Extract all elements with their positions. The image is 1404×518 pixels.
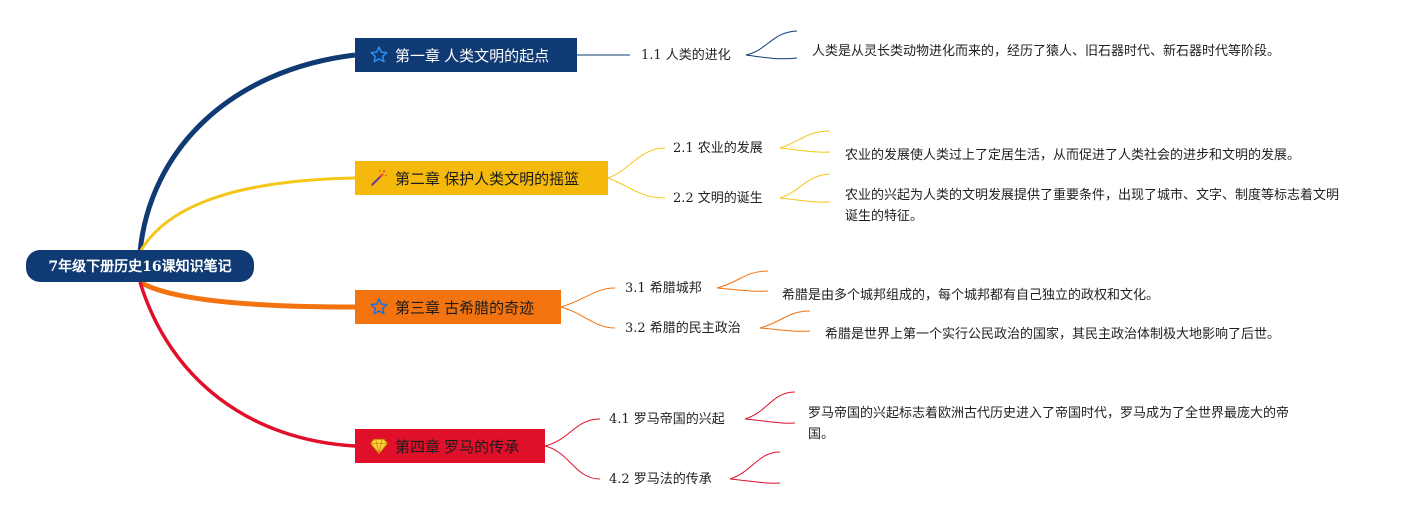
link-4-2-note-bottom xyxy=(729,478,781,484)
link-2-1-note-bottom xyxy=(779,147,831,153)
topic-3-1[interactable]: 3.1 希腊城邦 xyxy=(625,281,702,296)
topic-3-2[interactable]: 3.2 希腊的民主政治 xyxy=(625,321,741,336)
link-2-1 xyxy=(607,147,666,179)
link-2-2-note-bottom xyxy=(779,197,831,203)
link-4-2 xyxy=(544,445,601,480)
chapter-node-4[interactable]: 第四章 罗马的传承 xyxy=(355,429,545,463)
link-1-1-note-bottom xyxy=(745,54,798,60)
star-outline-icon xyxy=(369,297,389,317)
chapter-label: 第二章 保护人类文明的摇篮 xyxy=(395,170,580,188)
link-1-1-note-top xyxy=(745,30,798,56)
link-2-1-note-top xyxy=(779,130,831,149)
branch-chapter-4 xyxy=(138,281,356,448)
topic-4-2[interactable]: 4.2 罗马法的传承 xyxy=(609,472,712,487)
link-3-1-note-bottom xyxy=(716,287,769,292)
branch-chapter-1 xyxy=(137,52,356,253)
chapter-label: 第一章 人类文明的起点 xyxy=(395,47,550,65)
topic-2-1[interactable]: 2.1 农业的发展 xyxy=(673,141,763,156)
note-3-1[interactable]: 希腊是由多个城邦组成的，每个城邦都有自己独立的政权和文化。 xyxy=(782,287,1160,302)
branch-chapter-3 xyxy=(138,279,356,310)
link-4-1-note-top xyxy=(744,391,796,420)
star-outline-icon xyxy=(369,45,389,65)
link-4-1-note-bottom xyxy=(744,418,796,424)
link-2-2 xyxy=(607,177,666,199)
root-node[interactable]: 7年级下册历史16课知识笔记 xyxy=(26,250,254,282)
chapter-label: 第三章 古希腊的奇迹 xyxy=(395,299,535,317)
note-3-2[interactable]: 希腊是世界上第一个实行公民政治的国家，其民主政治体制极大地影响了后世。 xyxy=(825,326,1281,341)
chapter-node-1[interactable]: 第一章 人类文明的起点 xyxy=(355,38,577,72)
topic-2-2[interactable]: 2.2 文明的诞生 xyxy=(673,191,763,206)
link-2-2-note-top xyxy=(779,173,831,199)
chapter-label: 第四章 罗马的传承 xyxy=(395,438,520,456)
link-4-1 xyxy=(544,418,601,447)
topic-1-1[interactable]: 1.1 人类的进化 xyxy=(641,48,731,63)
note-1-1[interactable]: 人类是从灵长类动物进化而来的，经历了猿人、旧石器时代、新石器时代等阶段。 xyxy=(812,43,1281,58)
link-4-2-note-top xyxy=(729,451,781,480)
link-3-1 xyxy=(560,287,616,308)
chapter-node-3[interactable]: 第三章 古希腊的奇迹 xyxy=(355,290,561,324)
link-3-2 xyxy=(560,306,616,329)
link-3-2-note-top xyxy=(759,310,811,329)
chapter-node-2[interactable]: 第二章 保护人类文明的摇篮 xyxy=(355,161,608,195)
gem-icon xyxy=(369,436,389,456)
note-2-1[interactable]: 农业的发展使人类过上了定居生活，从而促进了人类社会的进步和文明的发展。 xyxy=(845,147,1301,162)
branch-chapter-2 xyxy=(138,176,356,253)
note-2-2[interactable]: 农业的兴起为人类的文明发展提供了重要条件，出现了城市、文字、制度等标志着文明诞生… xyxy=(845,187,1340,223)
magic-wand-icon xyxy=(369,168,389,188)
link-3-2-note-bottom xyxy=(759,327,811,332)
link-3-1-note-top xyxy=(716,270,769,289)
topic-4-1[interactable]: 4.1 罗马帝国的兴起 xyxy=(609,412,725,427)
note-4-1[interactable]: 罗马帝国的兴起标志着欧洲古代历史进入了帝国时代，罗马成为了全世界最庞大的帝国。 xyxy=(808,405,1290,441)
root-label: 7年级下册历史16课知识笔记 xyxy=(48,259,232,275)
